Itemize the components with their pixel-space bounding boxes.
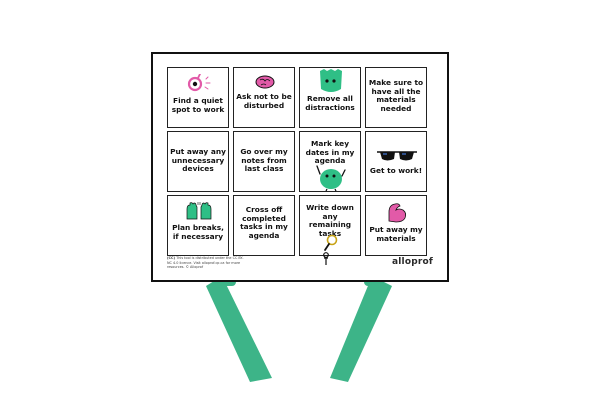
card-label: Remove all distractions	[305, 94, 355, 112]
magnifying-glass-icon	[324, 234, 338, 251]
card-label: Go over my notes from last class	[240, 147, 288, 174]
card-label: Get to work!	[369, 166, 423, 175]
card-label: Write down any remaining tasks	[306, 203, 354, 239]
card-get-to-work: Get to work!	[365, 131, 427, 192]
green-blob-character-icon	[316, 165, 346, 191]
licence-text: This tool is distributed under the CC BY…	[167, 256, 244, 270]
card-cross-off-tasks: Cross off completed tasks in my agenda	[233, 195, 295, 256]
card-write-down-tasks: Write down any remaining tasks	[299, 195, 361, 256]
right-arm	[330, 276, 392, 382]
green-monster-icon	[320, 69, 342, 92]
card-grid: Find a quiet spot to work Ask not to be …	[167, 67, 427, 256]
licence-note: (CC) This tool is distributed under the …	[167, 256, 247, 270]
card-label: Cross off completed tasks in my agenda	[240, 205, 288, 241]
brain-icon	[255, 75, 275, 89]
binder-ring-icon	[323, 252, 329, 265]
card-label: Find a quiet spot to work	[171, 96, 225, 114]
licence-badge: (CC)	[167, 256, 176, 260]
alloprof-logo: alloprof	[391, 257, 433, 267]
card-find-quiet-spot: Find a quiet spot to work	[167, 67, 229, 128]
ok-hand-icon	[187, 74, 211, 92]
card-label: Make sure to have all the materials need…	[368, 78, 424, 114]
card-have-materials: Make sure to have all the materials need…	[365, 67, 427, 128]
card-label: Mark key dates in my agenda	[305, 139, 355, 166]
left-arm	[206, 276, 272, 382]
card-ask-not-disturbed: Ask not to be disturbed	[233, 67, 295, 128]
sunglasses-icon	[377, 151, 417, 161]
card-label: Plan breaks, if necessary	[172, 223, 224, 241]
card-put-away-materials: Put away my materials	[365, 195, 427, 256]
card-remove-distractions: Remove all distractions	[299, 67, 361, 128]
card-plan-breaks: Plan breaks, if necessary	[167, 195, 229, 256]
card-put-away-devices: Put away any unnecessary devices	[167, 131, 229, 192]
card-label: Put away my materials	[369, 225, 423, 243]
checklist-board: Find a quiet spot to work Ask not to be …	[151, 52, 449, 282]
raised-hands-icon	[186, 202, 212, 220]
card-label: Put away any unnecessary devices	[170, 147, 226, 174]
card-label: Ask not to be disturbed	[236, 92, 292, 110]
flexed-bicep-icon	[388, 203, 407, 223]
card-mark-key-dates: Mark key dates in my agenda	[299, 131, 361, 192]
card-go-over-notes: Go over my notes from last class	[233, 131, 295, 192]
